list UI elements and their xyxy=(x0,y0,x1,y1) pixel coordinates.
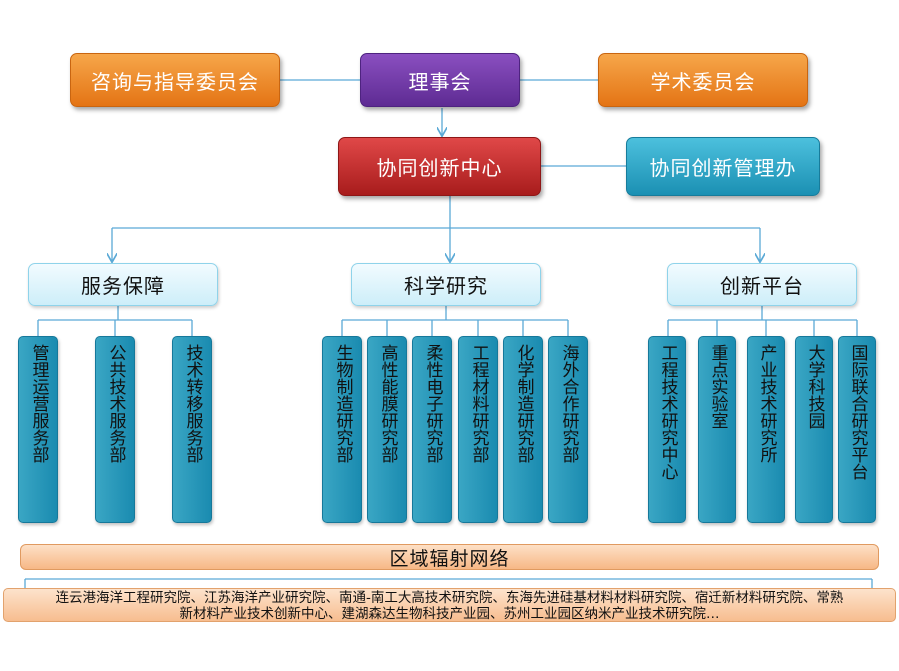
academic-committee-box: 学术委员会 xyxy=(598,53,808,107)
science-item: 柔性电子研究部 xyxy=(412,336,452,523)
science-item: 高性能膜研究部 xyxy=(367,336,407,523)
region-network-list: 连云港海洋工程研究院、江苏海洋产业研究院、南通-南工大高技术研究院、东海先进硅基… xyxy=(3,588,896,622)
category-platform-box: 创新平台 xyxy=(667,263,857,306)
platform-item: 大学科技园 xyxy=(795,336,833,523)
platform-item: 重点实验室 xyxy=(698,336,736,523)
science-item: 工程材料研究部 xyxy=(458,336,498,523)
service-item: 公共技术服务部 xyxy=(95,336,135,523)
innovation-office-box: 协同创新管理办 xyxy=(626,137,820,196)
council-box: 理事会 xyxy=(360,53,520,107)
platform-item: 工程技术研究中心 xyxy=(648,336,686,523)
science-item: 生物制造研究部 xyxy=(322,336,362,523)
service-item: 技术转移服务部 xyxy=(172,336,212,523)
science-item: 海外合作研究部 xyxy=(548,336,588,523)
platform-item: 产业技术研究所 xyxy=(747,336,785,523)
region-list-line: 连云港海洋工程研究院、江苏海洋产业研究院、南通-南工大高技术研究院、东海先进硅基… xyxy=(55,590,844,606)
science-item: 化学制造研究部 xyxy=(503,336,543,523)
region-list-line: 新材料产业技术创新中心、建湖森达生物科技产业园、苏州工业园区纳米产业技术研究院… xyxy=(179,606,720,622)
platform-item: 国际联合研究平台 xyxy=(838,336,876,523)
advisory-committee-box: 咨询与指导委员会 xyxy=(70,53,280,107)
region-network-title: 区域辐射网络 xyxy=(20,544,879,570)
category-service-box: 服务保障 xyxy=(28,263,218,306)
innovation-center-box: 协同创新中心 xyxy=(338,137,541,196)
category-science-box: 科学研究 xyxy=(351,263,541,306)
service-item: 管理运营服务部 xyxy=(18,336,58,523)
